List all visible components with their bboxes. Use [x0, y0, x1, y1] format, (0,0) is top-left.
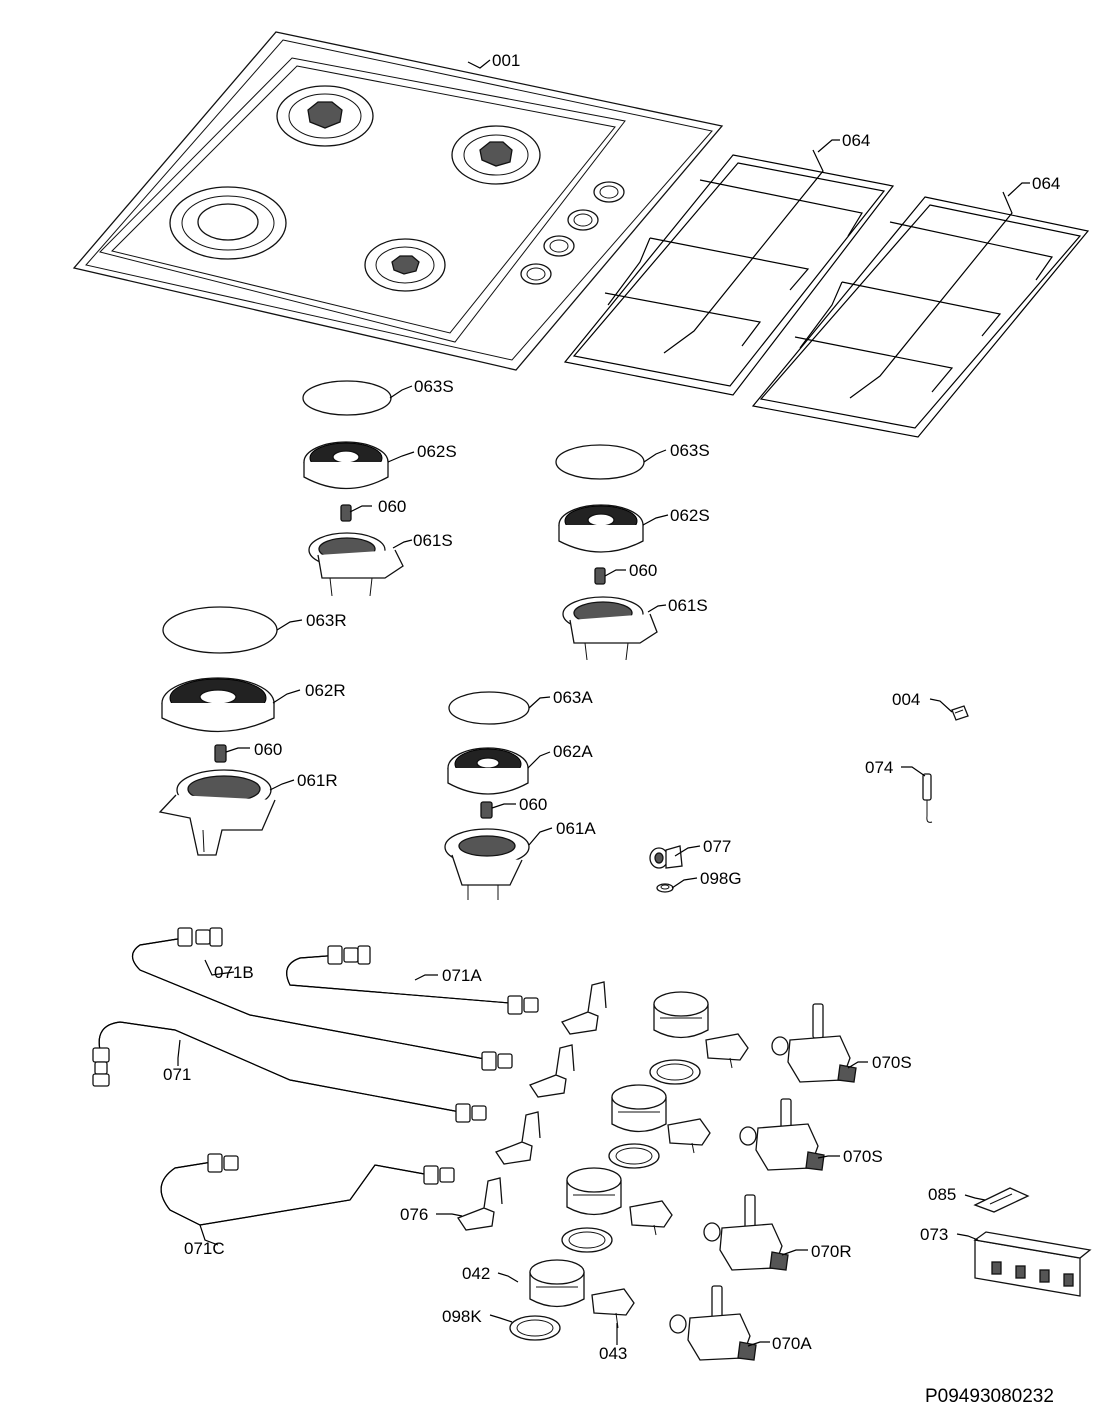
label-062S-right: 062S [670, 506, 710, 525]
elbow-077 [649, 845, 683, 869]
label-061R: 061R [297, 771, 338, 790]
pan-support-grid-right [751, 191, 1090, 438]
label-060-a: 060 [519, 795, 547, 814]
label-060-s2: 060 [629, 561, 657, 580]
label-061A: 061A [556, 819, 596, 838]
burner-auxiliary [444, 691, 530, 900]
gas-pipe-071 [92, 1021, 487, 1123]
ignition-generator-073 [973, 1231, 1092, 1297]
bracket-076-group [457, 981, 607, 1231]
burner-rapid [158, 606, 278, 856]
label-064-right: 064 [1032, 174, 1060, 193]
label-043: 043 [599, 1344, 627, 1363]
label-073: 073 [920, 1225, 948, 1244]
label-004: 004 [892, 690, 920, 709]
switch-043-group [591, 1033, 749, 1329]
label-063S-right: 063S [670, 441, 710, 460]
label-061S-left: 061S [413, 531, 453, 550]
label-061S-right: 061S [668, 596, 708, 615]
gas-pipe-071C [160, 1153, 455, 1226]
label-085: 085 [928, 1185, 956, 1204]
label-071B: 071B [214, 963, 254, 982]
label-064-left: 064 [842, 131, 870, 150]
label-001: 001 [492, 51, 520, 70]
label-071A: 071A [442, 966, 482, 985]
gas-pipe-071B [131, 927, 513, 1071]
burner-semi-rapid-left [302, 380, 404, 597]
gasket-098G [656, 883, 674, 893]
label-098K: 098K [442, 1307, 482, 1326]
label-070R: 070R [811, 1242, 852, 1261]
label-071: 071 [163, 1065, 191, 1084]
label-062A: 062A [553, 742, 593, 761]
label-062S-left: 062S [417, 442, 457, 461]
label-063R: 063R [306, 611, 347, 630]
gas-pipe-071A [286, 945, 539, 1015]
gas-valve-group [669, 1003, 857, 1361]
part-085 [973, 1187, 1030, 1213]
label-071C: 071C [184, 1239, 225, 1258]
label-060-s1: 060 [378, 497, 406, 516]
label-070S-second: 070S [843, 1147, 883, 1166]
label-070A: 070A [772, 1334, 812, 1353]
label-063S-left: 063S [414, 377, 454, 396]
pan-support-grid-left [563, 149, 895, 396]
knob-and-gasket-group [509, 991, 709, 1341]
document-code: P09493080232 [925, 1386, 1054, 1407]
label-070S-top: 070S [872, 1053, 912, 1072]
label-042: 042 [462, 1264, 490, 1283]
label-074: 074 [865, 758, 893, 777]
label-098G: 098G [700, 869, 742, 888]
label-062R: 062R [305, 681, 346, 700]
label-060-r: 060 [254, 740, 282, 759]
burner-semi-rapid-right [555, 444, 658, 661]
label-077: 077 [703, 837, 731, 856]
thermocouple-074 [922, 773, 933, 823]
hob-top-plate [72, 31, 724, 371]
label-076: 076 [400, 1205, 428, 1224]
label-063A: 063A [553, 688, 593, 707]
clip-004 [951, 705, 969, 721]
leader-lines [177, 59, 1030, 1347]
